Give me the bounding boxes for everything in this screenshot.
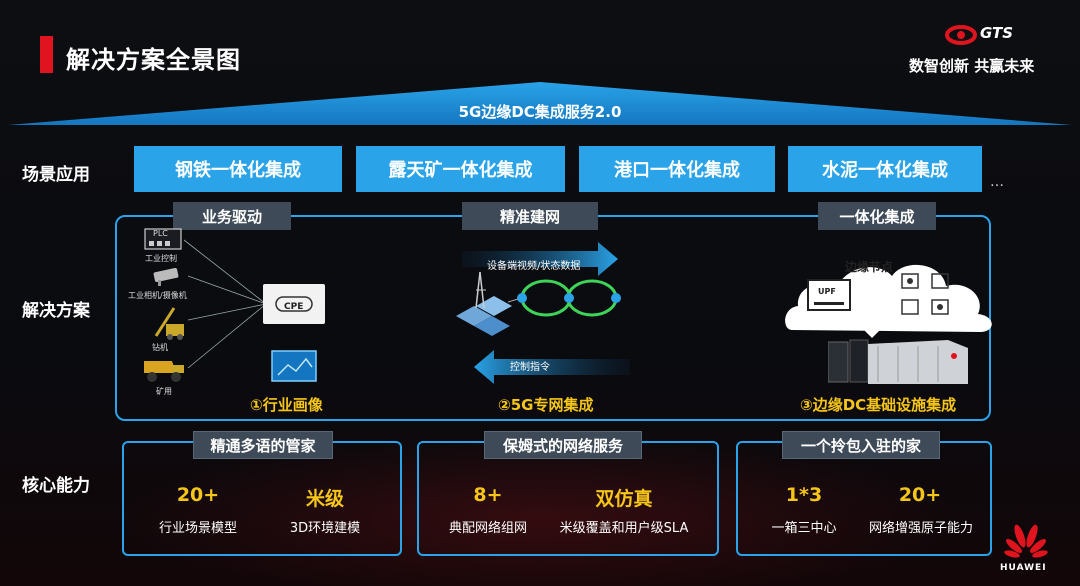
capability-desc: 3D环境建模 [289, 521, 361, 536]
solution-label-portrait: ①行业画像 [250, 396, 323, 414]
device-label-mining: 矿用 [156, 387, 172, 396]
cpe-device-icon [263, 284, 325, 324]
capability-value: 8+ [473, 484, 503, 506]
capability-desc: 典配网络组网 [448, 521, 527, 536]
edge-node-cloud-icon [785, 264, 992, 332]
solution-label-edge-dc: ③边缘DC基础设施集成 [800, 396, 957, 414]
cpe-label: CPE [284, 302, 304, 312]
drill-rig-icon [154, 307, 184, 340]
mining-truck-icon [144, 361, 184, 382]
row-label-solution: 解决方案 [22, 301, 90, 321]
capability-value: 米级 [305, 488, 344, 510]
page-title: 解决方案全景图 [66, 46, 241, 74]
downlink-label: 控制指令 [510, 362, 550, 373]
capability-desc: 网络增强原子能力 [868, 521, 973, 536]
tag-precise-network: 精准建网 [462, 202, 598, 230]
capability-desc: 米级覆盖和用户级SLA [559, 521, 689, 536]
5g-network-icon [456, 271, 621, 336]
capability-tag-2: 保姆式的网络服务 [484, 431, 642, 459]
plc-label: PLC [153, 229, 168, 238]
roof-banner [8, 82, 1072, 125]
capability-value: 20+ [898, 484, 942, 506]
capability-desc: 行业场景模型 [158, 521, 237, 536]
title-accent-bar [40, 36, 53, 73]
device-links [183, 239, 267, 369]
tag-integrated: 一体化集成 [818, 202, 936, 230]
edge-dc-cabinet-icon [828, 339, 968, 384]
edge-apps-icon [901, 273, 949, 315]
scenes-more: … [990, 174, 1004, 190]
uplink-label: 设备端视频/状态数据 [487, 261, 581, 272]
device-label-control: 工业控制 [145, 254, 177, 263]
upf-icon [807, 279, 851, 311]
scene-cement: 水泥一体化集成 [788, 146, 982, 192]
downlink-arrow [474, 350, 630, 384]
capability-value: 1*3 [785, 484, 823, 506]
solution-label-5g-network: ②5G专网集成 [498, 396, 594, 414]
capability-desc: 一箱三中心 [771, 521, 837, 536]
edge-node-label: 边缘节点 [845, 260, 894, 274]
plc-icon [144, 228, 182, 250]
row-label-capability: 核心能力 [22, 476, 90, 496]
tag-business-driven: 业务驱动 [173, 202, 291, 230]
capability-tag-1: 精通多语的管家 [193, 431, 333, 459]
scene-port: 港口一体化集成 [579, 146, 775, 192]
upf-label: UPF [818, 287, 836, 296]
capability-value: 20+ [176, 484, 220, 506]
capability-value: 双仿真 [595, 488, 653, 510]
roof-label: 5G边缘DC集成服务2.0 [458, 103, 622, 121]
industry-portrait-icon [271, 350, 317, 382]
gts-logo-icon [945, 25, 977, 45]
logo-text: GTS [980, 24, 1014, 42]
uplink-arrow [462, 242, 618, 276]
scene-steel: 钢铁一体化集成 [134, 146, 342, 192]
row-label-scene: 场景应用 [22, 165, 90, 185]
device-label-camera: 工业相机/摄像机 [128, 291, 187, 300]
slogan: 数智创新 共赢未来 [909, 57, 1035, 75]
device-label-drill: 钻机 [152, 343, 168, 352]
scene-open-pit-mine: 露天矿一体化集成 [356, 146, 565, 192]
capability-tag-3: 一个拎包入驻的家 [782, 431, 940, 459]
down-arrow-icon [862, 322, 882, 338]
huawei-brand-text: HUAWEI [1000, 563, 1047, 573]
huawei-logo-icon [1004, 524, 1048, 558]
camera-icon [153, 267, 179, 286]
